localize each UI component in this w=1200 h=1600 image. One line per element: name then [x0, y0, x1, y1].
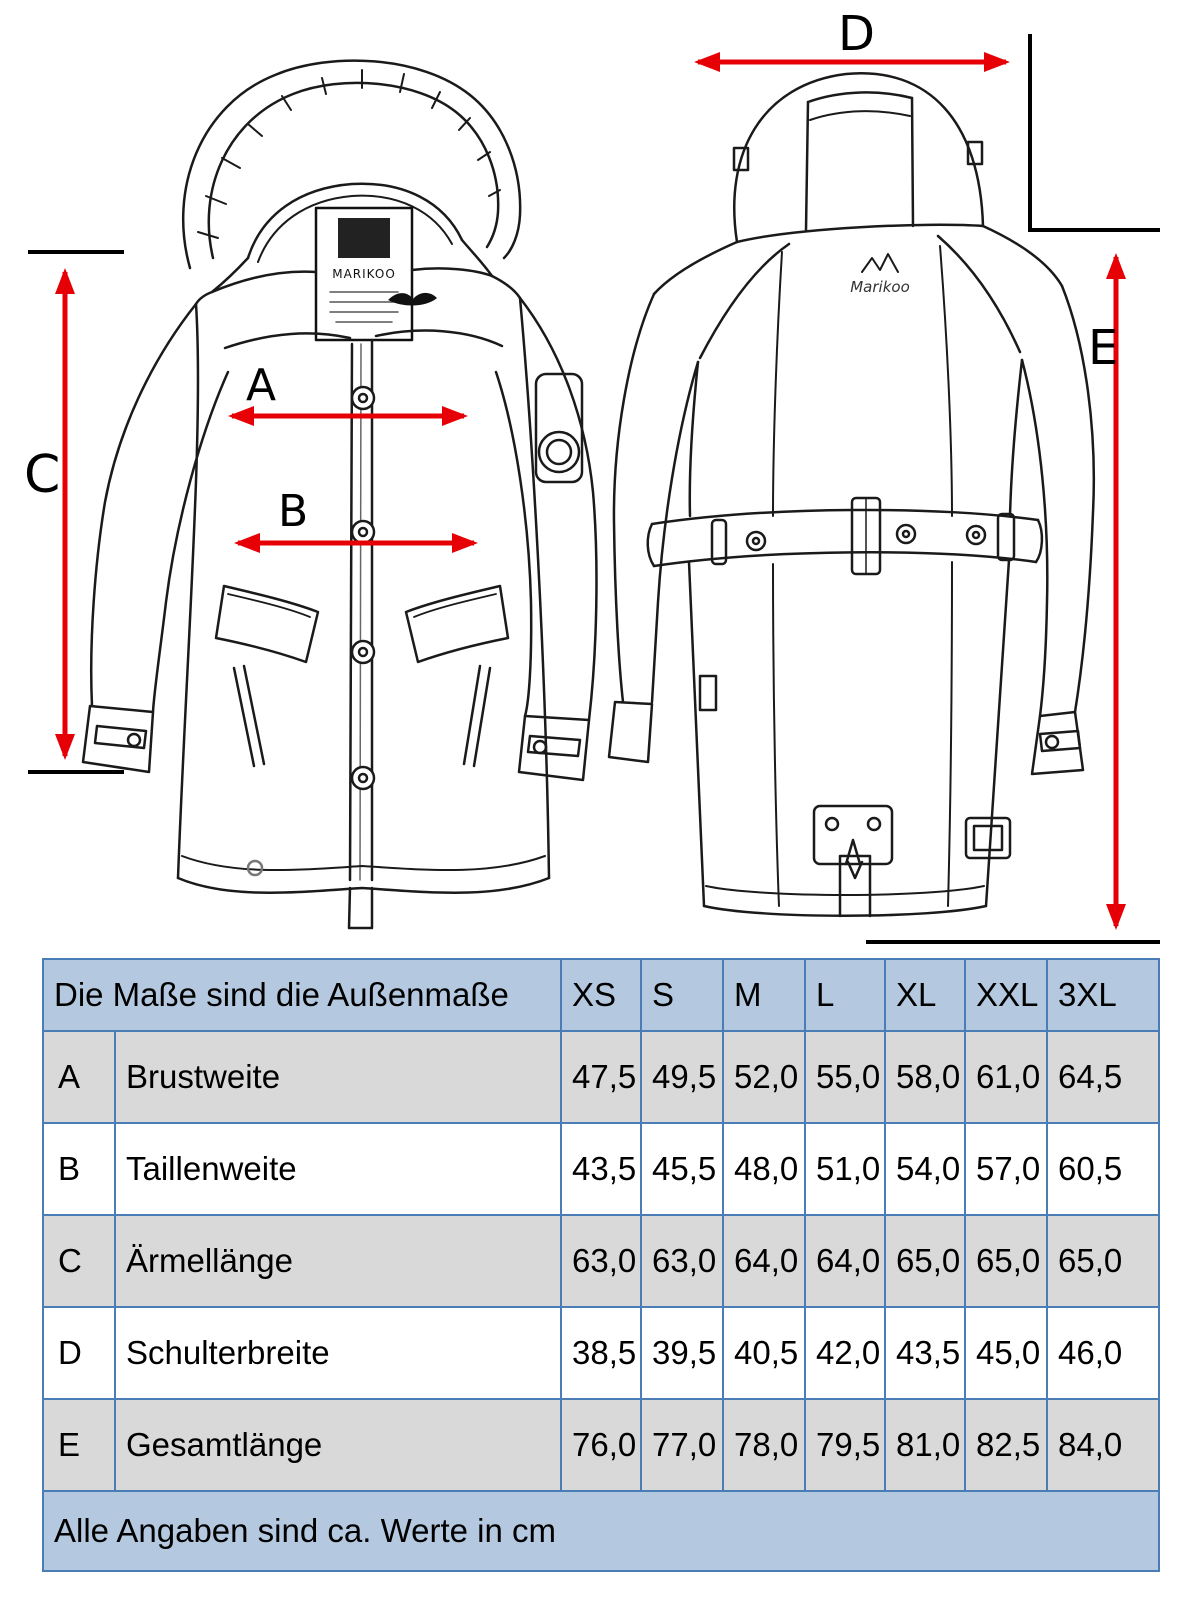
cell-value: 60,5 [1046, 1122, 1161, 1216]
cell-value: 42,0 [804, 1306, 887, 1400]
chest-logo-icon [388, 292, 437, 306]
cell-value: 43,5 [884, 1306, 967, 1400]
measure-arrow-d [694, 52, 1010, 72]
cell-value: 40,5 [722, 1306, 807, 1400]
sleeve-patch [534, 372, 584, 484]
tick-d-e-corner [1028, 34, 1160, 232]
back-coat-drawing [607, 72, 1096, 918]
table-title: Die Maße sind die Außenmaße [41, 958, 563, 1032]
cell-value: 63,0 [640, 1214, 725, 1308]
size-col-s: S [640, 958, 725, 1032]
jacket-diagram-svg: MARIKOO [24, 6, 1160, 944]
cell-value: 45,5 [640, 1122, 725, 1216]
size-col-xxl: XXL [964, 958, 1049, 1032]
cell-value: 82,5 [964, 1398, 1049, 1492]
measurement-arrows [55, 52, 1126, 930]
cell-value: 51,0 [804, 1122, 887, 1216]
size-col-3xl: 3XL [1046, 958, 1161, 1032]
size-col-m: M [722, 958, 807, 1032]
table-row-schulterbreite: D Schulterbreite 38,5 39,5 40,5 42,0 43,… [42, 1306, 1161, 1400]
cell-value: 48,0 [722, 1122, 807, 1216]
cell-value: 63,0 [560, 1214, 643, 1308]
cell-value: 49,5 [640, 1030, 725, 1124]
cell-value: 54,0 [884, 1122, 967, 1216]
cell-value: 61,0 [964, 1030, 1049, 1124]
measure-arrow-a [228, 406, 468, 426]
table-row-taillenweite: B Taillenweite 43,5 45,5 48,0 51,0 54,0 … [42, 1122, 1161, 1216]
cell-value: 78,0 [722, 1398, 807, 1492]
cell-value: 55,0 [804, 1030, 887, 1124]
row-key: B [42, 1122, 116, 1216]
cell-value: 64,0 [804, 1214, 887, 1308]
cell-value: 64,5 [1046, 1030, 1161, 1124]
cell-value: 58,0 [884, 1030, 967, 1124]
cell-value: 57,0 [964, 1122, 1049, 1216]
row-label: Brustweite [113, 1030, 563, 1124]
row-key: A [42, 1030, 116, 1124]
cell-value: 65,0 [964, 1214, 1049, 1308]
size-col-xs: XS [560, 958, 643, 1032]
cell-value: 76,0 [560, 1398, 643, 1492]
row-key: C [42, 1214, 116, 1308]
table-footer-row: Alle Angaben sind ca. Werte in cm [41, 1490, 1161, 1572]
cell-value: 65,0 [884, 1214, 967, 1308]
table-row-brustweite: A Brustweite 47,5 49,5 52,0 55,0 58,0 61… [42, 1030, 1161, 1124]
row-label: Schulterbreite [113, 1306, 563, 1400]
cell-value: 65,0 [1046, 1214, 1161, 1308]
table-row-gesamtlaenge: E Gesamtlänge 76,0 77,0 78,0 79,5 81,0 8… [42, 1398, 1161, 1492]
measure-label-c: C [24, 445, 60, 505]
row-label: Taillenweite [113, 1122, 563, 1216]
size-chart-table: Die Maße sind die Außenmaße XS S M L XL … [41, 958, 1161, 1572]
brand-emblem [338, 218, 390, 258]
measurement-ticks [28, 34, 1160, 944]
measure-label-b: B [278, 486, 308, 537]
cell-value: 84,0 [1046, 1398, 1161, 1492]
size-col-xl: XL [884, 958, 967, 1032]
cell-value: 47,5 [560, 1030, 643, 1124]
row-label: Ärmellänge [113, 1214, 563, 1308]
row-label: Gesamtlänge [113, 1398, 563, 1492]
measure-arrow-b [234, 533, 478, 553]
row-key: D [42, 1306, 116, 1400]
cell-value: 46,0 [1046, 1306, 1161, 1400]
cell-value: 38,5 [560, 1306, 643, 1400]
table-row-aermellaenge: C Ärmellänge 63,0 63,0 64,0 64,0 65,0 65… [42, 1214, 1161, 1308]
cell-value: 81,0 [884, 1398, 967, 1492]
measurement-labels: A B C D E [24, 6, 1118, 537]
cell-value: 77,0 [640, 1398, 725, 1492]
front-coat-drawing [81, 59, 598, 930]
back-logo-icon [861, 253, 899, 273]
row-key: E [42, 1398, 116, 1492]
cell-value: 43,5 [560, 1122, 643, 1216]
footer-note: Alle Angaben sind ca. Werte in cm [41, 1490, 1161, 1572]
cell-value: 39,5 [640, 1306, 725, 1400]
measure-label-d: D [838, 6, 875, 62]
back-logo-text: Marikoo [850, 278, 910, 296]
measure-label-a: A [246, 360, 276, 411]
measurement-diagram: MARIKOO [24, 6, 1160, 944]
cell-value: 79,5 [804, 1398, 887, 1492]
size-col-l: L [804, 958, 887, 1032]
cell-value: 64,0 [722, 1214, 807, 1308]
cell-value: 45,0 [964, 1306, 1049, 1400]
cell-value: 52,0 [722, 1030, 807, 1124]
table-header-row: Die Maße sind die Außenmaße XS S M L XL … [41, 958, 1161, 1032]
measure-label-e: E [1088, 320, 1118, 376]
front-label-text: MARIKOO [332, 267, 396, 281]
measure-arrow-c [55, 268, 75, 760]
measure-arrow-e [1106, 253, 1126, 930]
